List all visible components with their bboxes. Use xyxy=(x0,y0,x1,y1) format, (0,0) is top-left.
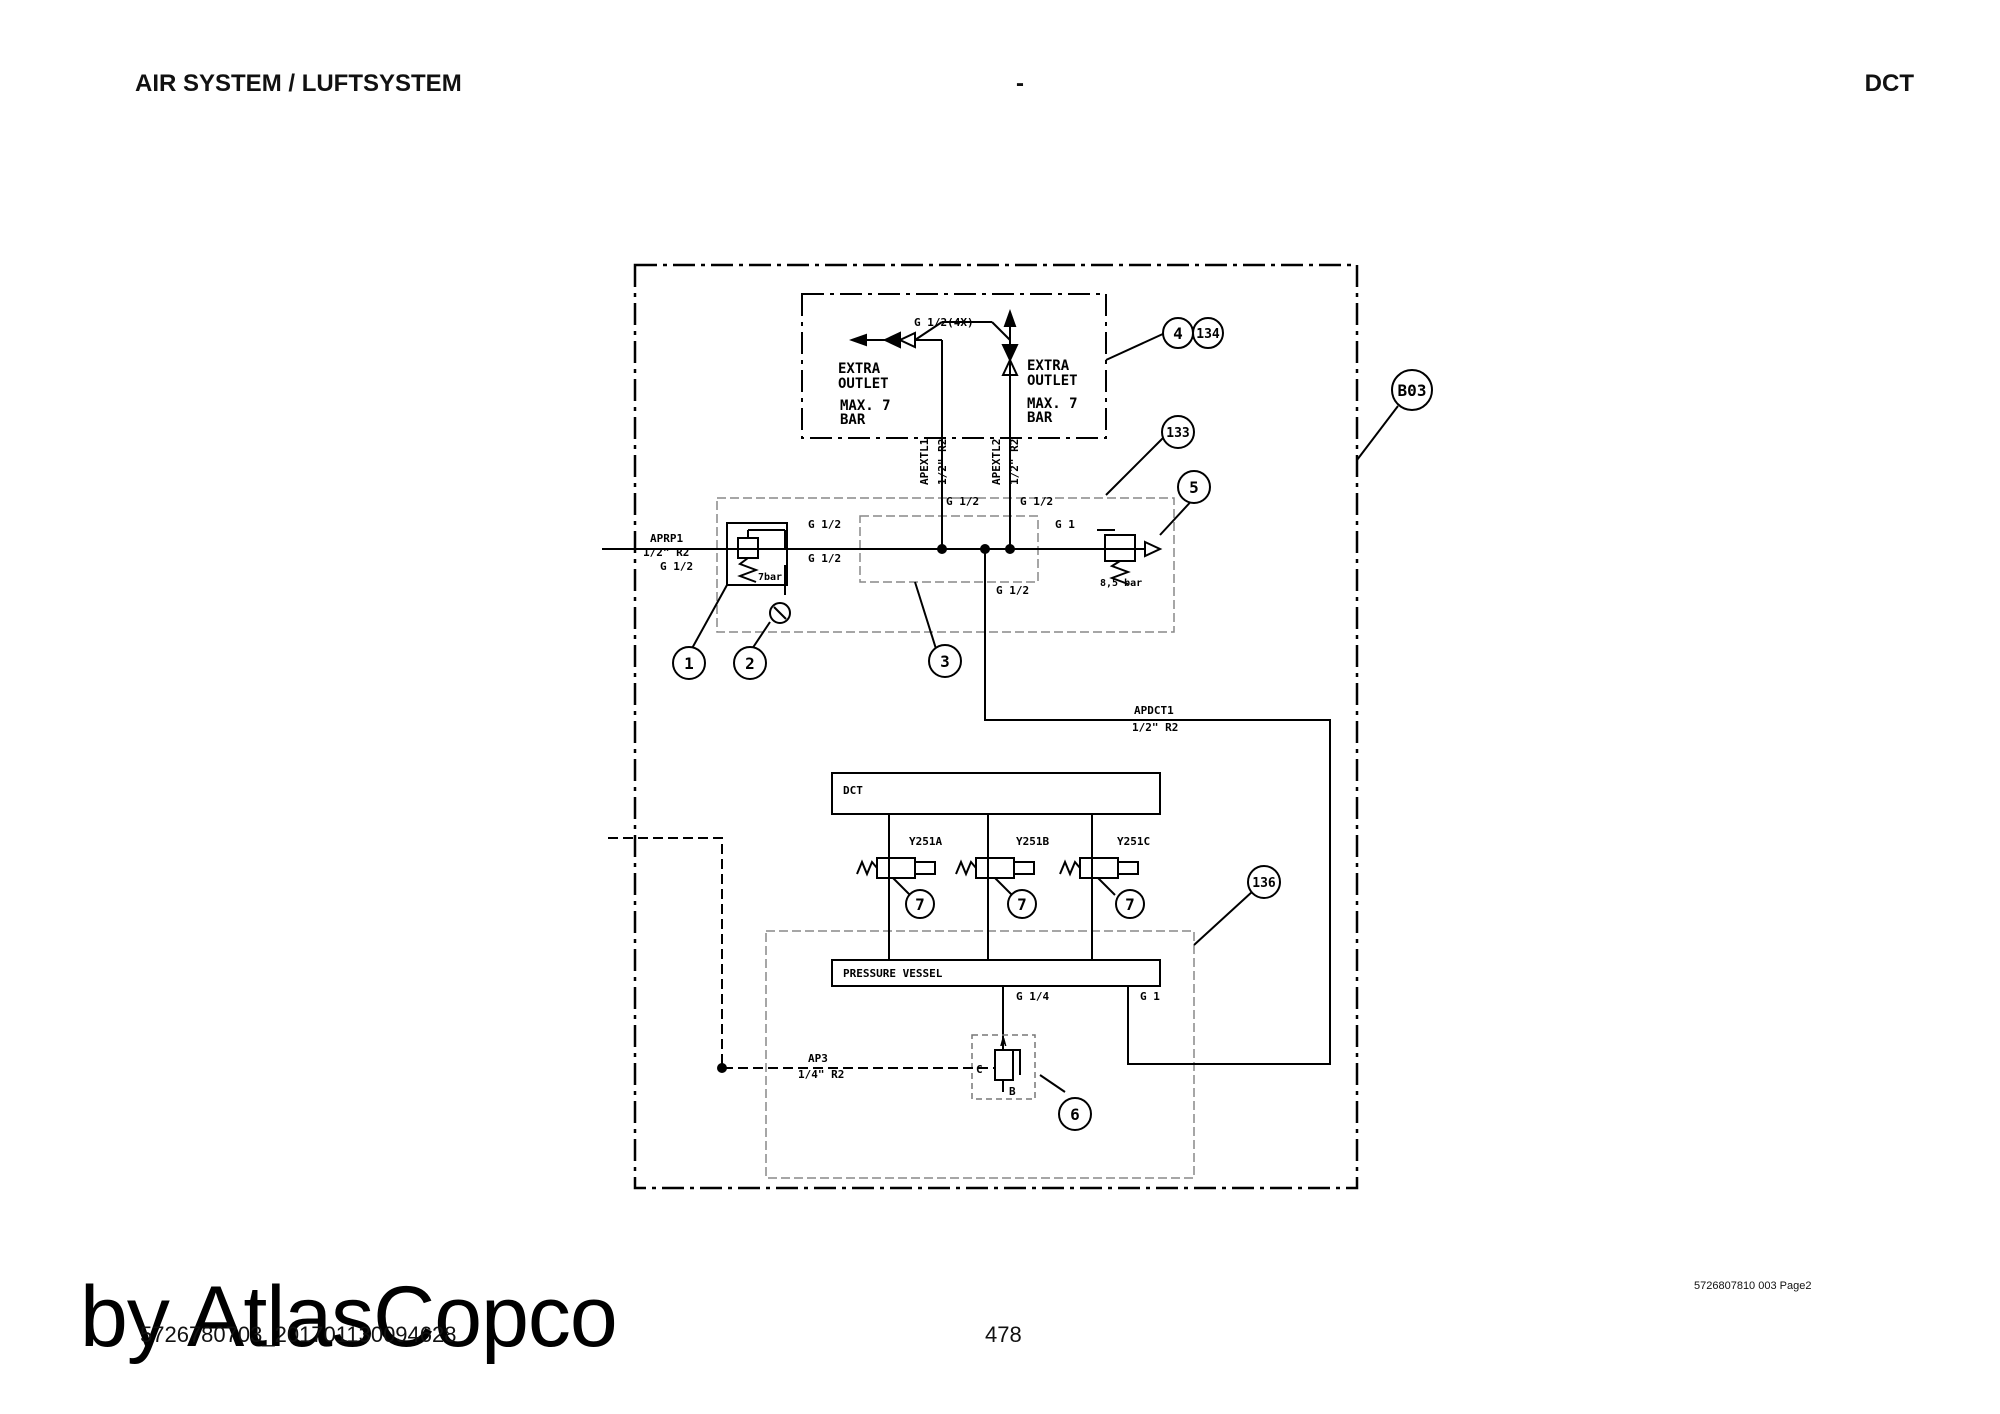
watermark: by AtlasCopco xyxy=(80,1269,618,1365)
solenoid-valve-y251a xyxy=(876,857,916,879)
label-port-c: C xyxy=(976,1063,983,1076)
label-g12-d: G 1/2 xyxy=(808,552,841,565)
callout-2 xyxy=(733,646,767,680)
solenoid-valve-y251b xyxy=(975,857,1015,879)
callout-134 xyxy=(1192,317,1224,349)
callout-2-label: 2 xyxy=(745,654,755,673)
label-port-a: A xyxy=(1000,1036,1007,1049)
label-y251b: Y251B xyxy=(1016,835,1049,848)
callout-5 xyxy=(1177,470,1211,504)
module-133-box xyxy=(716,497,1175,633)
callout-7b xyxy=(1007,889,1037,919)
module-136-box xyxy=(765,930,1195,1179)
page-number: 478 xyxy=(985,1322,1022,1347)
label-aprp1: APRP1 xyxy=(650,532,683,545)
drawing-reference: 5726807810 003 Page2 xyxy=(1694,1280,1812,1292)
label-g12-c: G 1/2 xyxy=(808,518,841,531)
label-y251c: Y251C xyxy=(1117,835,1150,848)
apdct1-pipe xyxy=(984,549,1331,1065)
label-pressure-vessel: PRESSURE VESSEL xyxy=(843,967,943,980)
label-g14: G 1/4 xyxy=(1016,990,1049,1003)
header-model: DCT xyxy=(1864,70,1914,97)
label-g1-a: G 1 xyxy=(1055,518,1075,531)
callout-b03-label: B03 xyxy=(1398,381,1427,400)
ap3-control-line xyxy=(608,837,995,1069)
label-port-b: B xyxy=(1009,1085,1016,1098)
callout-7b-label: 7 xyxy=(1017,895,1027,914)
dct-box xyxy=(831,772,1161,815)
extra-outlet-left-line3: MAX. 7 xyxy=(840,398,891,414)
callout-5-label: 5 xyxy=(1189,478,1199,497)
callout-133-label: 133 xyxy=(1166,426,1189,441)
doc-id: 5726780703_201701130094628 xyxy=(140,1322,457,1347)
callout-136-label: 136 xyxy=(1252,876,1276,891)
label-g12-b: G 1/2 xyxy=(1020,495,1053,508)
label-g12x4: G 1/2(4X) xyxy=(914,316,974,329)
pressure-regulator-symbol xyxy=(726,522,788,586)
pressure-vessel-box xyxy=(831,959,1161,987)
label-dct: DCT xyxy=(843,784,863,797)
label-setting-7bar: 7bar xyxy=(758,572,782,583)
callout-7a-label: 7 xyxy=(915,895,925,914)
extra-outlet-right-line1: EXTRA xyxy=(1027,358,1070,374)
extra-outlet-right-line4: BAR xyxy=(1027,410,1053,426)
label-g12-e: G 1/2 xyxy=(996,584,1029,597)
label-g1-b: G 1 xyxy=(1140,990,1160,1003)
extra-outlet-left-line4: BAR xyxy=(840,412,866,428)
callout-3 xyxy=(928,644,962,678)
pressure-gauge-symbol xyxy=(769,602,791,624)
callout-4-label: 4 xyxy=(1173,324,1183,343)
extra-outlet-right-line2: OUTLET xyxy=(1027,373,1078,389)
callout-133 xyxy=(1161,415,1195,449)
callout-7a xyxy=(905,889,935,919)
callout-3-label: 3 xyxy=(940,652,950,671)
header-title: AIR SYSTEM / LUFTSYSTEM xyxy=(135,70,462,97)
extra-outlet-right-line3: MAX. 7 xyxy=(1027,396,1078,412)
callout-1 xyxy=(672,646,706,680)
label-setting-85bar: 8,5 bar xyxy=(1100,578,1142,589)
label-apextl1: APEXTL1 xyxy=(918,438,931,485)
header-separator: - xyxy=(1016,70,1024,97)
label-ap3-size: 1/4" R2 xyxy=(798,1068,844,1081)
label-ap3: AP3 xyxy=(808,1052,828,1065)
label-aprp1-size: 1/2" R2 xyxy=(643,546,689,559)
label-aprp1-thread: G 1/2 xyxy=(660,560,693,573)
callout-7c xyxy=(1115,889,1145,919)
callout-134-label: 134 xyxy=(1196,327,1220,342)
callout-1-label: 1 xyxy=(684,654,694,673)
label-apdct1: APDCT1 xyxy=(1134,704,1174,717)
callout-6-label: 6 xyxy=(1070,1105,1080,1124)
callout-b03 xyxy=(1391,369,1433,411)
extra-outlet-left-line2: OUTLET xyxy=(838,376,889,392)
callout-6 xyxy=(1058,1097,1092,1131)
callout-136 xyxy=(1247,865,1281,899)
label-apextl2: APEXTL2 xyxy=(990,439,1003,485)
label-g12-a: G 1/2 xyxy=(946,495,979,508)
extra-outlet-left-line1: EXTRA xyxy=(838,361,881,377)
b03-frame xyxy=(633,263,1359,1190)
label-apdct1-size: 1/2" R2 xyxy=(1132,721,1178,734)
callout-7c-label: 7 xyxy=(1125,895,1135,914)
solenoid-valve-y251c xyxy=(1079,857,1119,879)
label-r2-half-b: 1/2" R2 xyxy=(1008,439,1021,485)
label-y251a: Y251A xyxy=(909,835,942,848)
label-r2-half-a: 1/2" R2 xyxy=(936,439,949,485)
extra-outlet-box xyxy=(801,293,1107,439)
